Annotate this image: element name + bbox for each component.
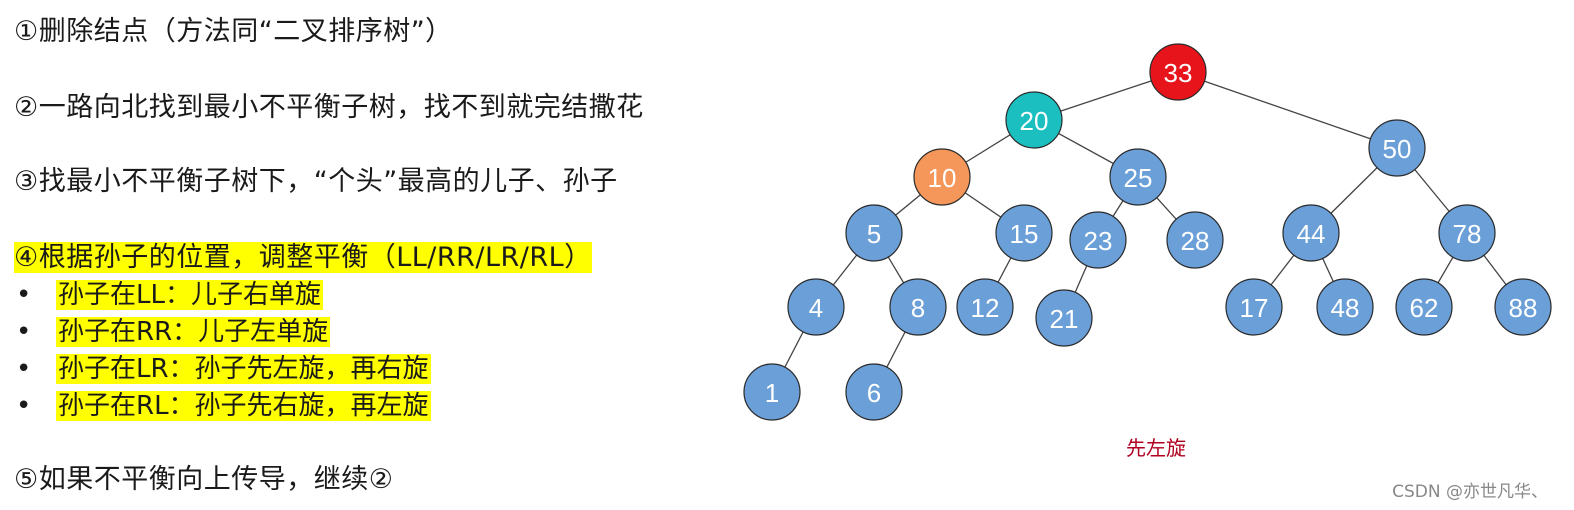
tree-node-circle xyxy=(1069,211,1127,269)
tree-node-1: 1 xyxy=(743,363,801,421)
bullet-dot: • xyxy=(16,317,32,347)
tree-node-label: 25 xyxy=(1124,163,1153,193)
bullet-item-lr: • 孙子在LR：孙子先左旋，再右旋 xyxy=(16,351,431,388)
tree-node-21: 21 xyxy=(1035,289,1093,347)
tree-node-label: 5 xyxy=(867,219,881,249)
tree-node-label: 44 xyxy=(1297,219,1326,249)
tree-node-label: 4 xyxy=(809,293,823,323)
tree-node-circle xyxy=(1316,278,1374,336)
tree-node-circle xyxy=(1395,278,1453,336)
step-4-text: ④根据孙子的位置，调整平衡（LL/RR/LR/RL） xyxy=(14,242,592,273)
tree-node-circle xyxy=(1225,278,1283,336)
bullet-item-ll: • 孙子在LL：儿子右单旋 xyxy=(16,277,323,314)
tree-node-circle xyxy=(956,278,1014,336)
tree-node-label: 78 xyxy=(1453,219,1482,249)
step-5: ⑤如果不平衡向上传导，继续② xyxy=(14,464,394,495)
tree-node-10: 10 xyxy=(913,148,971,206)
tree-node-circle xyxy=(1166,211,1224,269)
bullet-dot: • xyxy=(16,391,32,421)
tree-node-label: 48 xyxy=(1331,293,1360,323)
tree-node-15: 15 xyxy=(995,204,1053,262)
tree-node-circle xyxy=(1438,204,1496,262)
tree-node-44: 44 xyxy=(1282,204,1340,262)
rotation-caption: 先左旋 xyxy=(1126,436,1186,460)
tree-node-8: 8 xyxy=(889,278,947,336)
tree-node-label: 20 xyxy=(1020,106,1049,136)
step-1: ①删除结点（方法同“二叉排序树”） xyxy=(14,16,453,47)
tree-node-20: 20 xyxy=(1005,91,1063,149)
tree-node-5: 5 xyxy=(845,204,903,262)
tree-node-25: 25 xyxy=(1109,148,1167,206)
bullet-text: 孙子在RL：孙子先右旋，再左旋 xyxy=(56,391,431,421)
tree-node-28: 28 xyxy=(1166,211,1224,269)
tree-node-circle xyxy=(845,363,903,421)
tree-node-label: 10 xyxy=(928,163,957,193)
bullet-item-rr: • 孙子在RR：儿子左单旋 xyxy=(16,314,331,351)
tree-node-circle xyxy=(845,204,903,262)
tree-node-48: 48 xyxy=(1316,278,1374,336)
tree-node-label: 17 xyxy=(1240,293,1269,323)
tree-node-label: 8 xyxy=(911,293,925,323)
tree-node-50: 50 xyxy=(1368,119,1426,177)
tree-node-4: 4 xyxy=(787,278,845,336)
tree-node-circle xyxy=(995,204,1053,262)
tree-node-label: 50 xyxy=(1383,134,1412,164)
tree-node-circle xyxy=(1494,278,1552,336)
tree-node-label: 28 xyxy=(1181,226,1210,256)
tree-node-circle xyxy=(889,278,947,336)
tree-node-label: 88 xyxy=(1509,293,1538,323)
bullet-item-rl: • 孙子在RL：孙子先右旋，再左旋 xyxy=(16,388,431,425)
tree-node-label: 1 xyxy=(765,378,779,408)
tree-node-78: 78 xyxy=(1438,204,1496,262)
bullet-dot: • xyxy=(16,280,32,310)
step-2: ②一路向北找到最小不平衡子树，找不到就完结撒花 xyxy=(14,92,644,123)
tree-node-label: 33 xyxy=(1164,58,1193,88)
tree-node-6: 6 xyxy=(845,363,903,421)
step-4: ④根据孙子的位置，调整平衡（LL/RR/LR/RL） xyxy=(14,240,592,276)
bullet-text: 孙子在LL：儿子右单旋 xyxy=(56,280,323,310)
tree-node-12: 12 xyxy=(956,278,1014,336)
tree-node-circle xyxy=(1109,148,1167,206)
watermark: CSDN @亦世凡华、 xyxy=(1392,482,1548,502)
tree-node-circle xyxy=(787,278,845,336)
tree-node-circle xyxy=(1282,204,1340,262)
tree-node-label: 23 xyxy=(1084,226,1113,256)
tree-node-label: 6 xyxy=(867,378,881,408)
bullet-text: 孙子在LR：孙子先左旋，再右旋 xyxy=(56,354,431,384)
tree-node-circle xyxy=(1005,91,1063,149)
bullet-dot: • xyxy=(16,354,32,384)
step-3: ③找最小不平衡子树下，“个头”最高的儿子、孙子 xyxy=(14,166,618,197)
tree-node-label: 62 xyxy=(1410,293,1439,323)
tree-node-88: 88 xyxy=(1494,278,1552,336)
tree-node-33: 33 xyxy=(1149,43,1207,101)
tree-node-circle xyxy=(913,148,971,206)
tree-node-circle xyxy=(743,363,801,421)
tree-node-circle xyxy=(1035,289,1093,347)
bullet-text: 孙子在RR：儿子左单旋 xyxy=(56,317,331,347)
tree-node-62: 62 xyxy=(1395,278,1453,336)
tree-node-23: 23 xyxy=(1069,211,1127,269)
tree-node-label: 12 xyxy=(971,293,1000,323)
tree-node-17: 17 xyxy=(1225,278,1283,336)
tree-node-circle xyxy=(1368,119,1426,177)
tree-node-label: 21 xyxy=(1050,304,1079,334)
tree-edge-33-50 xyxy=(1177,71,1398,149)
tree-node-circle xyxy=(1149,43,1207,101)
tree-node-label: 15 xyxy=(1010,219,1039,249)
